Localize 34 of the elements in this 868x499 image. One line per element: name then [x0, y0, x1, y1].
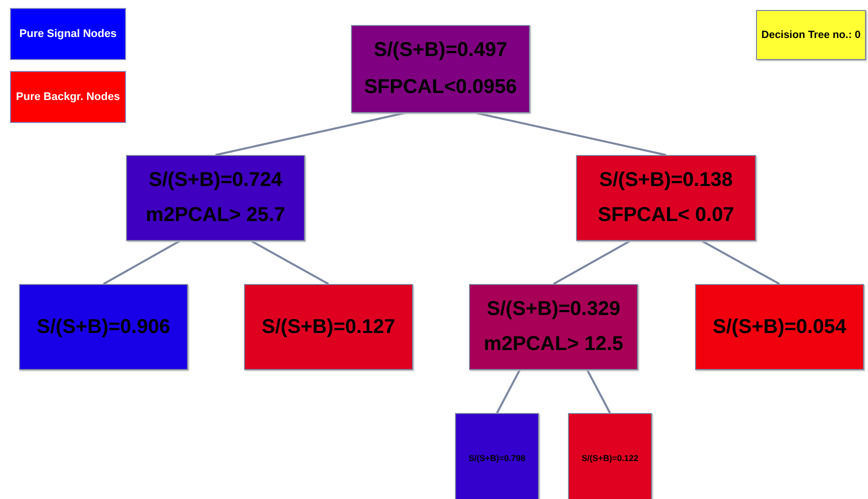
tree-node-box [19, 284, 188, 370]
tree-node-box [576, 155, 756, 241]
node-text: S/(S+B)=0.329 [486, 298, 620, 321]
legend-entry: Pure Backgr. Nodes [10, 71, 126, 123]
node-text: S/(S+B)=0.127 [262, 316, 396, 338]
tree-branch-line [476, 112, 666, 156]
tree-branch-line [496, 370, 521, 414]
node-text: S/(S+B)=0.906 [36, 316, 170, 338]
tree-branch-line [250, 240, 329, 285]
tree-branch-line [103, 240, 180, 285]
tree-branch-line [553, 240, 630, 285]
tree-branch-line [586, 370, 611, 414]
node-text: S/(S+B)=0.138 [599, 168, 733, 192]
node-text: Decision Tree no.: 0 [761, 29, 861, 41]
tree-node-box [351, 25, 530, 113]
legend-entry: Pure Signal Nodes [10, 8, 126, 60]
node-text: SFPCAL<0.0956 [364, 76, 517, 99]
node-text: m2PCAL> 25.7 [146, 204, 286, 228]
tree-number-box [756, 10, 866, 60]
node-text: S/(S+B)=0.497 [374, 39, 508, 62]
tree-node-box [455, 413, 539, 499]
tree-node-box [695, 284, 864, 370]
tree-branch-line [702, 240, 780, 285]
tree-node-box [469, 284, 638, 370]
node-text: S/(S+B)=0.724 [148, 168, 282, 192]
tree-node-box [568, 413, 652, 499]
tree-node-box [244, 284, 413, 370]
tree-branch-line [215, 112, 405, 156]
node-text: SFPCAL< 0.07 [598, 204, 734, 228]
node-text: m2PCAL> 12.5 [484, 333, 624, 356]
node-text: S/(S+B)=0.122 [582, 453, 638, 463]
node-text: S/(S+B)=0.798 [468, 453, 526, 463]
tree-node-box [126, 155, 305, 241]
node-text: S/(S+B)=0.054 [712, 316, 846, 338]
